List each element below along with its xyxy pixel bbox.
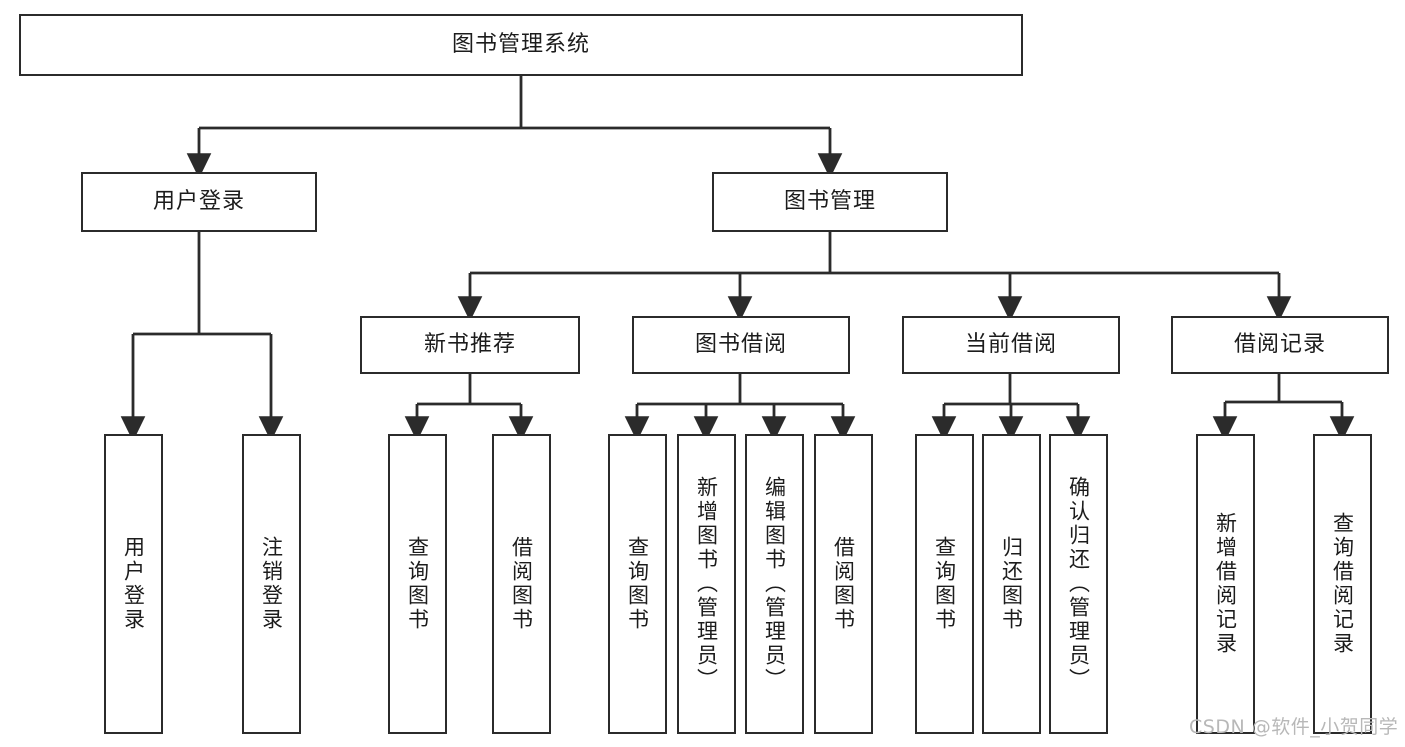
node-leaf-add-record-label: 新增借阅记录 — [1213, 512, 1238, 656]
node-root[interactable]: 图书管理系统 — [19, 14, 1023, 76]
node-leaf-query-book-2-label: 查询图书 — [625, 536, 650, 632]
node-leaf-borrow-book-1-label: 借阅图书 — [509, 536, 534, 632]
node-leaf-edit-book[interactable]: 编辑图书（管理员） — [745, 434, 804, 734]
node-leaf-borrow-book-2[interactable]: 借阅图书 — [814, 434, 873, 734]
node-leaf-query-book-1[interactable]: 查询图书 — [388, 434, 447, 734]
node-leaf-return-book[interactable]: 归还图书 — [982, 434, 1041, 734]
node-leaf-add-book-label: 新增图书（管理员） — [694, 476, 719, 692]
node-leaf-confirm-return-label: 确认归还（管理员） — [1066, 476, 1091, 692]
node-borrow-record[interactable]: 借阅记录 — [1171, 316, 1389, 374]
watermark-text: CSDN @软件_小贺同学 — [1189, 716, 1399, 738]
node-user-login-label: 用户登录 — [152, 188, 245, 214]
node-book-manage-label: 图书管理 — [783, 188, 876, 214]
node-borrow-record-label: 借阅记录 — [1233, 331, 1326, 357]
node-leaf-return-book-label: 归还图书 — [999, 536, 1024, 632]
node-new-book-rec[interactable]: 新书推荐 — [360, 316, 580, 374]
node-leaf-query-book-3-label: 查询图书 — [932, 536, 957, 632]
node-leaf-user-login[interactable]: 用户登录 — [104, 434, 163, 734]
node-leaf-add-book[interactable]: 新增图书（管理员） — [677, 434, 736, 734]
node-leaf-query-record-label: 查询借阅记录 — [1330, 512, 1355, 656]
node-leaf-add-record[interactable]: 新增借阅记录 — [1196, 434, 1255, 734]
node-leaf-logout-label: 注销登录 — [259, 536, 284, 632]
node-root-label: 图书管理系统 — [451, 31, 590, 57]
node-book-manage[interactable]: 图书管理 — [712, 172, 948, 232]
node-book-borrow[interactable]: 图书借阅 — [632, 316, 850, 374]
node-leaf-logout[interactable]: 注销登录 — [242, 434, 301, 734]
node-leaf-query-record[interactable]: 查询借阅记录 — [1313, 434, 1372, 734]
node-new-book-rec-label: 新书推荐 — [423, 331, 516, 357]
node-leaf-borrow-book-1[interactable]: 借阅图书 — [492, 434, 551, 734]
node-leaf-query-book-2[interactable]: 查询图书 — [608, 434, 667, 734]
node-book-borrow-label: 图书借阅 — [694, 331, 787, 357]
node-current-borrow[interactable]: 当前借阅 — [902, 316, 1120, 374]
node-current-borrow-label: 当前借阅 — [964, 331, 1057, 357]
node-leaf-confirm-return[interactable]: 确认归还（管理员） — [1049, 434, 1108, 734]
node-user-login[interactable]: 用户登录 — [81, 172, 317, 232]
node-leaf-query-book-1-label: 查询图书 — [405, 536, 430, 632]
node-leaf-query-book-3[interactable]: 查询图书 — [915, 434, 974, 734]
node-leaf-borrow-book-2-label: 借阅图书 — [831, 536, 856, 632]
node-leaf-user-login-label: 用户登录 — [121, 536, 146, 632]
node-leaf-edit-book-label: 编辑图书（管理员） — [762, 476, 787, 692]
